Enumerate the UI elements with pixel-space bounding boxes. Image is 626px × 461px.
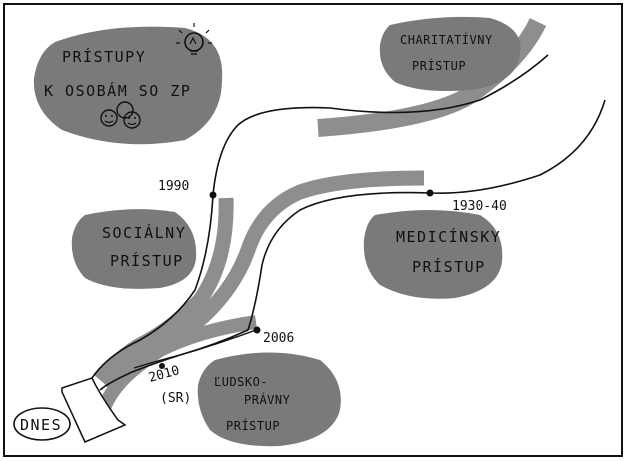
today-label: DNES: [20, 416, 62, 434]
marker-2006: [253, 326, 261, 334]
today-paper-shape: [61, 377, 127, 443]
band-charitable: [317, 17, 547, 137]
social-label-line1: SOCIÁLNY: [102, 223, 186, 242]
marker-1990: [209, 191, 217, 199]
charitable-blob: [379, 16, 521, 91]
timeline-line-outer: [99, 99, 606, 391]
human-rights-label-line3: PRÍSTUP: [226, 418, 280, 433]
title-line1: PRÍSTUPY: [62, 47, 146, 66]
social-label-line2: PRÍSTUP: [110, 251, 184, 270]
human-rights-blob: [197, 352, 341, 447]
frame-border: [3, 3, 623, 457]
social-blob: [71, 209, 197, 289]
year-2010: 2010: [147, 363, 181, 386]
timeline-line-inner: [91, 54, 549, 379]
human-rights-label-line1: ĽUDSKO-: [214, 375, 268, 389]
today-bubble: [13, 407, 71, 441]
year-1990: 1990: [158, 179, 189, 194]
title-line2: K OSOBÁM SO ZP: [44, 81, 191, 100]
timeline-line-2010: [133, 329, 257, 369]
band-human-rights: [93, 315, 257, 422]
charitable-label-line1: CHARITATÍVNY: [400, 32, 493, 47]
lightbulb-icon: [176, 23, 212, 55]
medical-blob: [363, 210, 503, 299]
band-social: [94, 197, 234, 385]
charitable-label-line2: PRÍSTUP: [412, 58, 466, 73]
smiley-faces-icon: [100, 101, 141, 129]
year-1930-40: 1930-40: [452, 199, 507, 214]
medical-label-line2: PRÍSTUP: [412, 257, 486, 276]
medical-label-line1: MEDICÍNSKY: [396, 227, 501, 246]
title-blob: [33, 26, 223, 145]
human-rights-label-line2: PRÁVNY: [244, 392, 291, 407]
marker-1930-40: [426, 189, 434, 197]
marker-2010: [159, 363, 165, 369]
year-2010-sr: (SR): [160, 391, 191, 406]
year-2006: 2006: [263, 331, 294, 346]
